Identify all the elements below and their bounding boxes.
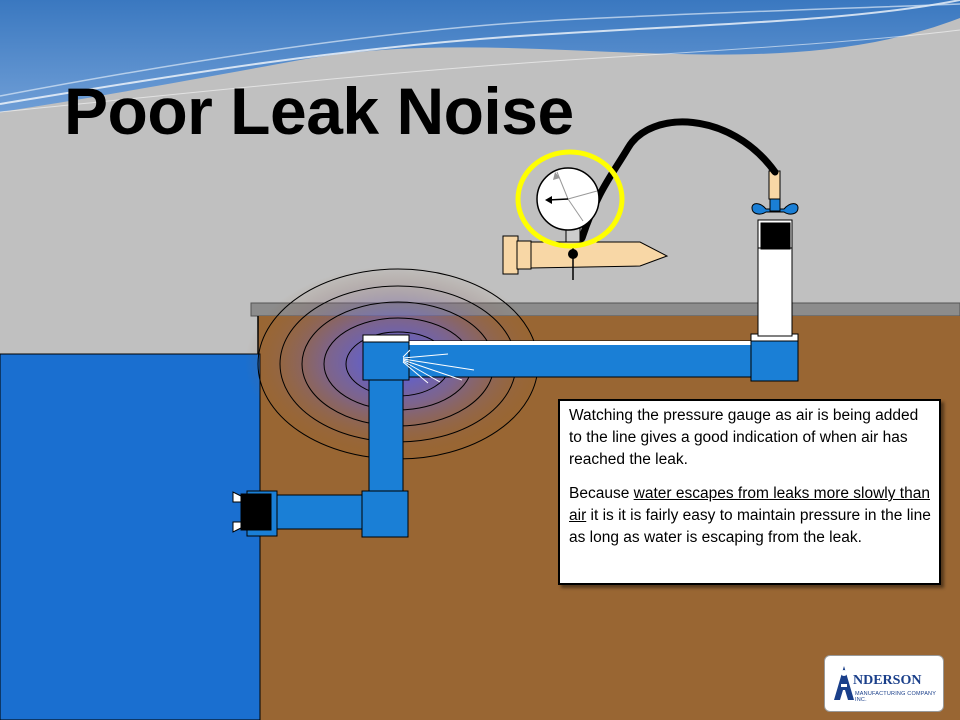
logo-subtitle: MANUFACTURING COMPANY INC. bbox=[855, 691, 937, 703]
slide-title: Poor Leak Noise bbox=[64, 74, 574, 148]
callout-paragraph-2: Because water escapes from leaks more sl… bbox=[569, 483, 931, 549]
pipe-elbow-bottom bbox=[361, 490, 409, 538]
callout-paragraph-2-start: Because bbox=[569, 485, 634, 502]
logo-name: NDERSON bbox=[853, 673, 922, 688]
header-swoosh bbox=[0, 0, 960, 113]
gauge-highlight-circle bbox=[515, 149, 625, 249]
pressure-gauge bbox=[502, 149, 669, 280]
pipe-horizontal-top bbox=[404, 340, 756, 378]
riser-pipe bbox=[757, 245, 793, 337]
explanation-callout: Watching the pressure gauge as air is be… bbox=[558, 399, 941, 585]
water-tank bbox=[0, 353, 261, 720]
anderson-logo: NDERSON MANUFACTURING COMPANY INC. bbox=[824, 655, 944, 712]
anderson-logo-mark-icon bbox=[834, 666, 854, 700]
leak-spray bbox=[402, 349, 475, 384]
pipe-elbow-riser bbox=[750, 333, 799, 382]
pipe-network bbox=[232, 333, 799, 538]
pipe-vertical-left bbox=[368, 377, 404, 494]
callout-underlined-phrase: water escapes from leaks more slowly tha… bbox=[569, 485, 930, 524]
callout-paragraph-2-end: it is it is fairly easy to maintain pres… bbox=[569, 507, 931, 546]
pipe-horizontal-bottom bbox=[274, 494, 364, 530]
callout-paragraph-1: Watching the pressure gauge as air is be… bbox=[569, 407, 919, 468]
riser-assembly bbox=[751, 170, 799, 337]
air-hose bbox=[578, 118, 779, 242]
riser-cap bbox=[760, 222, 791, 250]
curb-stop-valve bbox=[240, 493, 272, 531]
